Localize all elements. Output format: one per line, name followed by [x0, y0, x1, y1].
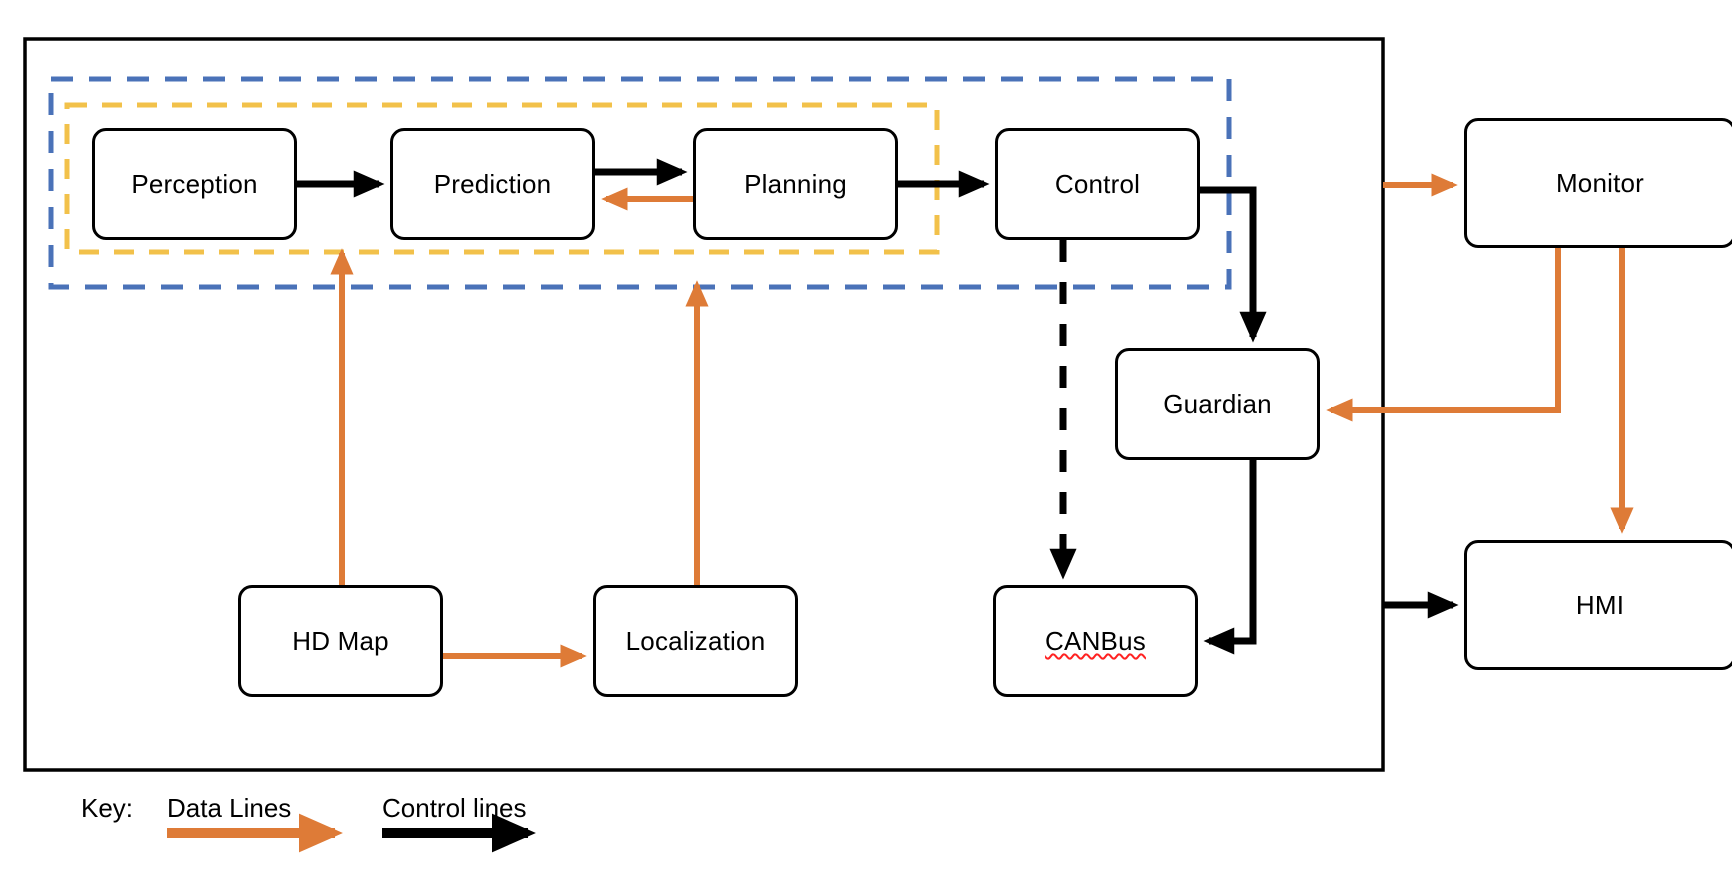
node-guardian-label: Guardian — [1163, 389, 1272, 419]
outer-dashed-group-rect — [48, 76, 1232, 290]
node-prediction[interactable]: Prediction — [390, 128, 595, 240]
edge-monitor-to-guardian — [1326, 248, 1561, 422]
node-planning-label: Planning — [744, 169, 847, 199]
node-monitor[interactable]: Monitor — [1464, 118, 1732, 248]
node-canbus-label: CANBus — [1045, 626, 1146, 656]
node-monitor-label: Monitor — [1555, 168, 1645, 198]
node-hmi-label: HMI — [1575, 590, 1625, 620]
vehicle-boundary-rect — [23, 37, 1385, 772]
key-title: Key: — [81, 793, 134, 823]
node-perception[interactable]: Perception — [92, 128, 297, 240]
node-planning[interactable]: Planning — [693, 128, 898, 240]
node-hd-map-label: HD Map — [292, 626, 389, 656]
edge-guardian-to-canbus — [1203, 460, 1257, 655]
inner-dashed-group-rect — [64, 102, 940, 255]
node-perception-label: Perception — [131, 169, 258, 199]
node-localization[interactable]: Localization — [593, 585, 798, 697]
node-localization-label: Localization — [625, 626, 766, 656]
node-hd-map[interactable]: HD Map — [238, 585, 443, 697]
node-control[interactable]: Control — [995, 128, 1200, 240]
key-item-data-lines-label: Data Lines — [167, 793, 292, 823]
node-canbus[interactable]: CANBus — [993, 585, 1198, 697]
node-hmi[interactable]: HMI — [1464, 540, 1732, 670]
edge-control-to-guardian — [1200, 186, 1267, 343]
node-prediction-label: Prediction — [433, 169, 552, 199]
node-control-label: Control — [1054, 169, 1141, 199]
node-guardian[interactable]: Guardian — [1115, 348, 1320, 460]
key-item-control-lines-label: Control lines — [382, 793, 527, 823]
